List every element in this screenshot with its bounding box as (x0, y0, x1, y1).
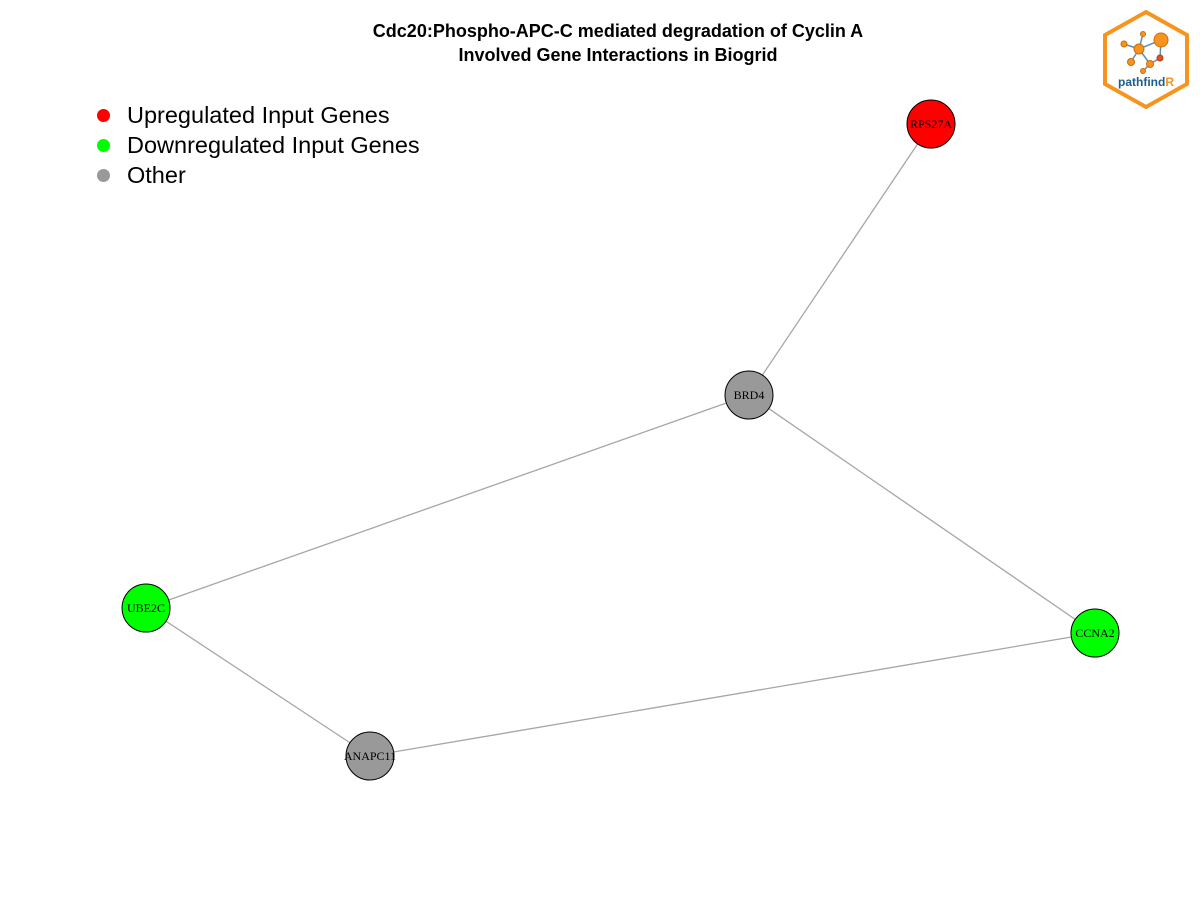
chart-title-line2: Involved Gene Interactions in Biogrid (458, 45, 778, 65)
node-ccna2: CCNA2 (1070, 608, 1120, 658)
node-circle-ccna2 (1070, 608, 1120, 658)
node-circle-brd4 (724, 370, 774, 420)
chart-title-line1: Cdc20:Phospho-APC-C mediated degradation… (372, 21, 864, 41)
legend-item-upregulated: Upregulated Input Genes (97, 100, 420, 130)
pathfindr-logo: pathfindR (1103, 9, 1189, 110)
node-brd4: BRD4 (724, 370, 774, 420)
legend-label-other: Other (127, 161, 186, 188)
node-circle-ube2c (121, 583, 171, 633)
node-ube2c: UBE2C (121, 583, 171, 633)
node-label-rps27a: RPS27A (910, 117, 952, 131)
svg-text:pathfindR: pathfindR (1118, 75, 1174, 89)
node-rps27a: RPS27A (906, 99, 956, 149)
legend-dot-downregulated (97, 138, 110, 152)
logo-text-main: pathfind (1118, 75, 1165, 89)
edge-ube2c-anapc11 (145, 607, 371, 757)
node-label-anapc11: ANAPC11 (344, 749, 396, 763)
legend-dot-upregulated (97, 108, 110, 122)
edge-rps27a-brd4 (748, 123, 932, 396)
legend-dot-other (97, 168, 110, 182)
node-circle-anapc11 (345, 731, 395, 781)
legend: Upregulated Input Genes Downregulated In… (97, 100, 420, 190)
node-label-brd4: BRD4 (734, 388, 765, 402)
node-anapc11: ANAPC11 (344, 731, 396, 781)
edge-brd4-ccna2 (748, 394, 1096, 634)
legend-label-upregulated: Upregulated Input Genes (127, 101, 390, 128)
legend-item-downregulated: Downregulated Input Genes (97, 130, 420, 160)
logo-text-accent: R (1165, 75, 1174, 89)
edge-brd4-ube2c (145, 394, 750, 609)
node-label-ube2c: UBE2C (127, 601, 165, 615)
edge-anapc11-ccna2 (369, 632, 1096, 757)
logo-network-icon (1120, 31, 1169, 74)
node-label-ccna2: CCNA2 (1075, 626, 1114, 640)
edge-layer (145, 123, 1096, 757)
node-circle-rps27a (906, 99, 956, 149)
legend-label-downregulated: Downregulated Input Genes (127, 131, 420, 158)
legend-item-other: Other (97, 160, 420, 190)
